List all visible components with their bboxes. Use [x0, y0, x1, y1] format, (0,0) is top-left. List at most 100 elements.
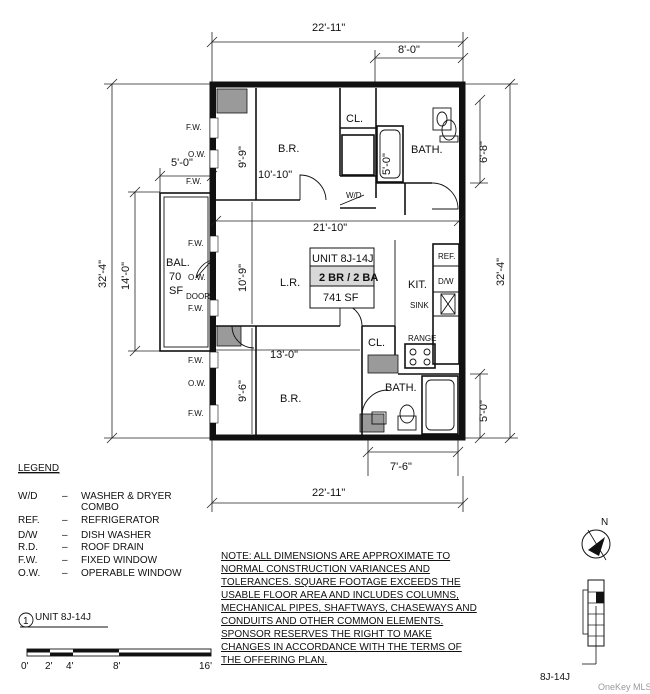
- legend-item: O.W. – OPERABLE WINDOW: [18, 568, 182, 579]
- dim-balcony-height: 14'-0": [120, 262, 132, 290]
- svg-text:–: –: [62, 555, 68, 566]
- room-bedroom2: B.R.: [280, 393, 301, 405]
- dim-bath1-height: 6'-8": [478, 141, 490, 163]
- dim-living-width: 21'-10": [313, 222, 347, 234]
- north-arrow: N: [581, 517, 611, 561]
- room-labels: B.R. CL. BATH. W/D L.R. KIT. REF. D/W SI…: [278, 113, 455, 405]
- dim-bedroom2-width: 13'-0": [270, 349, 298, 361]
- right-dimensions: 32'-4" 6'-8" 5'-0": [465, 78, 518, 444]
- dim-balcony-width: 5'-0": [171, 157, 193, 169]
- note-line: SPONSOR RESERVES THE RIGHT TO MAKE: [221, 629, 432, 640]
- exterior-walls: [209, 81, 466, 441]
- legend: LEGEND W/D – WASHER & DRYER COMBO REF. –…: [18, 463, 182, 579]
- dim-right-height: 32'-4": [495, 258, 507, 286]
- svg-text:ROOF DRAIN: ROOF DRAIN: [81, 542, 144, 553]
- dim-bath2-depth: 5'-0": [478, 400, 490, 422]
- unit-area: 741 SF: [323, 292, 359, 304]
- svg-text:–: –: [62, 491, 68, 502]
- svg-text:F.W.: F.W.: [18, 555, 37, 566]
- dim-top-bath-width: 8'-0": [398, 44, 420, 56]
- room-kitchen: KIT.: [408, 279, 427, 291]
- window-label: F.W.: [188, 356, 204, 365]
- scale-label: 16': [199, 661, 212, 672]
- note-line: THE OFFERING PLAN.: [221, 655, 327, 666]
- window-label: O.W.: [188, 379, 206, 388]
- key-plan: 8J-14J: [540, 579, 605, 683]
- room-sink: SINK: [410, 301, 429, 310]
- svg-text:COMBO: COMBO: [81, 502, 119, 513]
- column: [216, 88, 248, 114]
- svg-text:O.W.: O.W.: [18, 568, 40, 579]
- toilet-icon: [439, 135, 459, 143]
- column: [216, 325, 242, 347]
- interior-dimensions: 9'-9" 10'-10" 5'-0" 21'-10" 10'-9" 13'-0…: [210, 146, 465, 434]
- window-label: F.W.: [188, 304, 204, 313]
- legend-item: R.D. – ROOF DRAIN: [18, 542, 144, 553]
- title-number: 1: [23, 616, 29, 627]
- room-bath2: BATH.: [385, 382, 417, 394]
- dim-bottom-bath-width: 7'-6": [390, 461, 412, 473]
- note-line: CHANGES IN ACCORDANCE WITH THE TERMS OF: [221, 642, 462, 653]
- scale-bar: 0' 2' 4' 8' 16': [21, 648, 212, 672]
- note-line: NOTE: ALL DIMENSIONS ARE APPROXIMATE TO: [221, 551, 450, 562]
- room-refrigerator: REF.: [438, 252, 455, 261]
- window-label: F.W.: [186, 177, 202, 186]
- unit-info-box: UNIT 8J-14J 2 BR / 2 BA 741 SF: [309, 247, 378, 309]
- dim-bottom-width: 22'-11": [312, 487, 345, 499]
- toilet-icon: [397, 415, 417, 431]
- balcony-label-2: 70: [169, 271, 181, 283]
- scale-label: 8': [113, 661, 121, 672]
- dim-living-height: 10'-9": [237, 264, 249, 292]
- scale-label: 4': [66, 661, 74, 672]
- top-dimensions: 22'-11" 8'-0": [206, 22, 469, 82]
- scale-label: 0': [21, 661, 29, 672]
- legend-item: W/D – WASHER & DRYER: [18, 491, 172, 502]
- dim-top-width: 22'-11": [312, 22, 345, 34]
- window-label: O.W.: [188, 273, 206, 282]
- balcony-label-1: BAL.: [166, 257, 190, 269]
- svg-text:–: –: [62, 542, 68, 553]
- room-closet2: CL.: [368, 337, 385, 349]
- sink-icon: [371, 411, 387, 425]
- room-dishwasher: D/W: [438, 277, 454, 286]
- window-label: F.W.: [188, 409, 204, 418]
- legend-item: COMBO: [81, 502, 119, 513]
- svg-text:–: –: [62, 515, 68, 526]
- svg-text:–: –: [62, 568, 68, 579]
- svg-text:D/W: D/W: [18, 530, 38, 541]
- unit-name: UNIT 8J-14J: [312, 253, 374, 265]
- columns: [216, 88, 399, 433]
- room-bedroom1: B.R.: [278, 143, 299, 155]
- svg-text:FIXED WINDOW: FIXED WINDOW: [81, 555, 158, 566]
- unit-type: 2 BR / 2 BA: [319, 272, 378, 284]
- svg-text:DISH WASHER: DISH WASHER: [81, 530, 151, 541]
- legend-title: LEGEND: [18, 463, 59, 474]
- legend-item: D/W – DISH WASHER: [18, 530, 151, 541]
- left-wall-windows: [209, 117, 219, 424]
- svg-text:REFRIGERATOR: REFRIGERATOR: [81, 515, 160, 526]
- title-block: 1 UNIT 8J-14J: [18, 612, 108, 628]
- room-closet1: CL.: [346, 113, 363, 125]
- room-living: L.R.: [280, 277, 300, 289]
- dim-bedroom1-width: 10'-10": [258, 169, 292, 181]
- window-label: F.W.: [186, 123, 202, 132]
- note-line: TOLERANCES. SQUARE FOOTAGE EXCEEDS THE: [221, 577, 461, 588]
- note-line: USABLE FLOOR AREA AND INCLUDES COLUMNS,: [221, 590, 459, 601]
- watermark: OneKey MLS: [598, 682, 650, 692]
- dim-bedroom2-height: 9'-6": [237, 380, 249, 402]
- room-bath1: BATH.: [411, 144, 443, 156]
- bottom-dimensions: 7'-6" 22'-11": [206, 440, 469, 512]
- balcony: BAL. 70 SF DOOR: [159, 192, 213, 352]
- note-line: NORMAL CONSTRUCTION VARIANCES AND: [221, 564, 430, 575]
- interior-walls: [216, 88, 460, 436]
- balcony-label-3: SF: [169, 285, 183, 297]
- svg-text:–: –: [62, 530, 68, 541]
- room-range: RANGE: [408, 334, 436, 343]
- balcony-door-label: DOOR: [186, 292, 210, 301]
- dim-bedroom1-height: 9'-9": [237, 146, 249, 168]
- svg-text:W/D: W/D: [18, 491, 37, 502]
- svg-text:R.D.: R.D.: [18, 542, 38, 553]
- note-line: MECHANICAL PIPES, SHAFTWAYS, CHASEWAYS A…: [221, 603, 477, 614]
- north-label: N: [601, 517, 608, 528]
